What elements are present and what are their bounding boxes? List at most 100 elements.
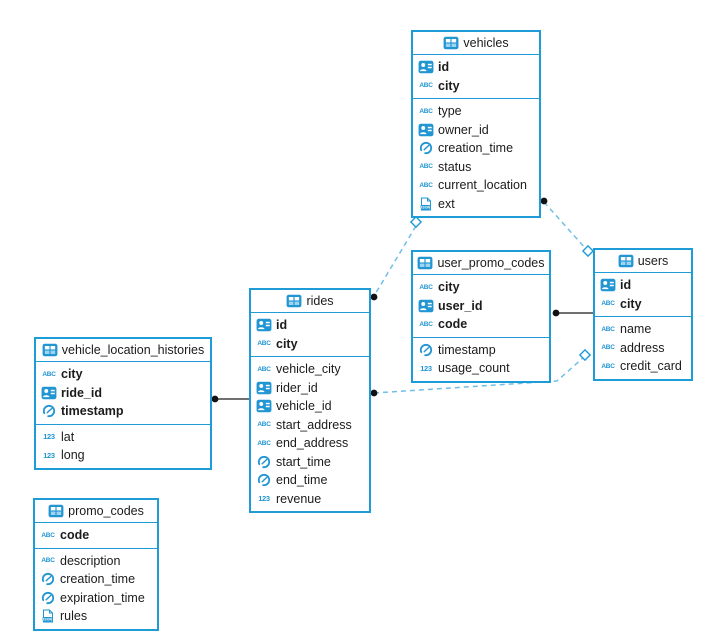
column-row[interactable]: 123 revenue	[251, 490, 369, 509]
column-row[interactable]: ABC city	[36, 365, 210, 384]
text-type-icon: ABC	[601, 344, 615, 352]
column-row[interactable]: ABC current_location	[413, 176, 539, 195]
column-label: code	[438, 317, 468, 332]
columns-section: timestamp 123 usage_count	[413, 338, 549, 381]
column-label: vehicle_id	[276, 399, 332, 414]
column-row[interactable]: 123 long	[36, 446, 210, 465]
column-row[interactable]: start_time	[251, 453, 369, 472]
text-type-icon: ABC	[419, 163, 433, 171]
column-label: long	[61, 448, 85, 463]
column-label: creation_time	[438, 141, 514, 156]
table-user-promo-codes[interactable]: user_promo_codes ABC city user_id ABC co…	[411, 250, 551, 383]
clock-icon	[40, 572, 56, 586]
text-type-icon: ABC	[257, 421, 271, 429]
column-row[interactable]: id	[595, 276, 691, 295]
table-vehicle-location-histories[interactable]: vehicle_location_histories ABC city ride…	[34, 337, 212, 470]
column-row[interactable]: vehicle_id	[251, 397, 369, 416]
column-label: city	[61, 367, 83, 382]
column-row[interactable]: ABC vehicle_city	[251, 360, 369, 379]
column-row[interactable]: ABC type	[413, 102, 539, 121]
column-row[interactable]: JSON ext	[413, 195, 539, 214]
text-type-icon: ABC	[601, 325, 615, 333]
column-label: city	[438, 280, 460, 295]
column-row[interactable]: ABC status	[413, 158, 539, 177]
clock-icon	[41, 404, 57, 418]
endpoint-dot	[540, 197, 548, 205]
column-label: current_location	[438, 178, 527, 193]
column-row[interactable]: ABC city	[251, 335, 369, 354]
column-label: description	[60, 553, 121, 568]
table-icon	[286, 294, 302, 308]
column-row[interactable]: ABC code	[413, 315, 549, 334]
columns-section: ABC description creation_time expiration…	[35, 549, 157, 629]
column-label: ride_id	[61, 385, 102, 400]
column-row[interactable]: ABC description	[35, 552, 157, 571]
table-header-vehicles[interactable]: vehicles	[413, 32, 539, 55]
text-type-icon: ABC	[41, 531, 55, 539]
table-vehicles[interactable]: vehicles id ABC city ABC type owner_id	[411, 30, 541, 218]
column-label: city	[438, 78, 460, 93]
table-title: vehicles	[463, 36, 509, 50]
column-label: credit_card	[620, 359, 682, 374]
table-icon	[618, 254, 634, 268]
table-header-user-promo-codes[interactable]: user_promo_codes	[413, 252, 549, 275]
endpoint-diamond	[581, 244, 595, 258]
table-rides[interactable]: rides id ABC city ABC vehicle_city rider…	[249, 288, 371, 513]
table-header-rides[interactable]: rides	[251, 290, 369, 313]
column-row[interactable]: timestamp	[413, 341, 549, 360]
id-icon	[256, 381, 272, 395]
column-label: type	[438, 104, 462, 119]
column-label: revenue	[276, 491, 322, 506]
column-row[interactable]: end_time	[251, 471, 369, 490]
column-row[interactable]: id	[413, 58, 539, 77]
column-row[interactable]: ride_id	[36, 384, 210, 403]
column-row[interactable]: ABC city	[595, 295, 691, 314]
primary-key-section: ABC code	[35, 523, 157, 549]
column-row[interactable]: JSON rules	[35, 607, 157, 626]
column-label: city	[620, 296, 642, 311]
column-row[interactable]: owner_id	[413, 121, 539, 140]
table-header-users[interactable]: users	[595, 250, 691, 273]
column-row[interactable]: ABC code	[35, 526, 157, 545]
endpoint-dot	[211, 395, 219, 403]
column-row[interactable]: 123 lat	[36, 428, 210, 447]
id-icon	[41, 386, 57, 400]
column-label: ext	[438, 196, 455, 211]
primary-key-section: ABC city user_id ABC code	[413, 275, 549, 338]
column-row[interactable]: creation_time	[413, 139, 539, 158]
number-type-icon: 123	[43, 432, 55, 442]
clock-icon	[256, 455, 272, 469]
column-row[interactable]: expiration_time	[35, 589, 157, 608]
column-row[interactable]: rider_id	[251, 379, 369, 398]
table-header-vehicle-location-histories[interactable]: vehicle_location_histories	[36, 339, 210, 362]
endpoint-diamond	[409, 215, 423, 229]
table-users[interactable]: users id ABC city ABC name ABC address A…	[593, 248, 693, 381]
column-row[interactable]: timestamp	[36, 402, 210, 421]
column-label: creation_time	[60, 572, 136, 587]
table-title: user_promo_codes	[437, 256, 545, 270]
svg-text:JSON: JSON	[420, 205, 430, 209]
column-label: vehicle_city	[276, 362, 341, 377]
table-icon	[417, 256, 433, 270]
table-header-promo-codes[interactable]: promo_codes	[35, 500, 157, 523]
column-row[interactable]: ABC name	[595, 320, 691, 339]
column-row[interactable]: 123 usage_count	[413, 359, 549, 378]
column-row[interactable]: creation_time	[35, 570, 157, 589]
column-row[interactable]: ABC address	[595, 339, 691, 358]
text-type-icon: ABC	[419, 283, 433, 291]
id-icon	[256, 318, 272, 332]
column-row[interactable]: ABC city	[413, 278, 549, 297]
column-label: rider_id	[276, 380, 318, 395]
table-promo-codes[interactable]: promo_codes ABC code ABC description cre…	[33, 498, 159, 631]
column-row[interactable]: user_id	[413, 297, 549, 316]
column-row[interactable]: ABC city	[413, 77, 539, 96]
column-row[interactable]: ABC start_address	[251, 416, 369, 435]
columns-section: ABC vehicle_city rider_id vehicle_id ABC…	[251, 357, 369, 511]
table-title: users	[637, 254, 669, 268]
column-row[interactable]: id	[251, 316, 369, 335]
relation-vehicles-users	[543, 201, 587, 250]
column-row[interactable]: ABC end_address	[251, 434, 369, 453]
column-row[interactable]: ABC credit_card	[595, 357, 691, 376]
